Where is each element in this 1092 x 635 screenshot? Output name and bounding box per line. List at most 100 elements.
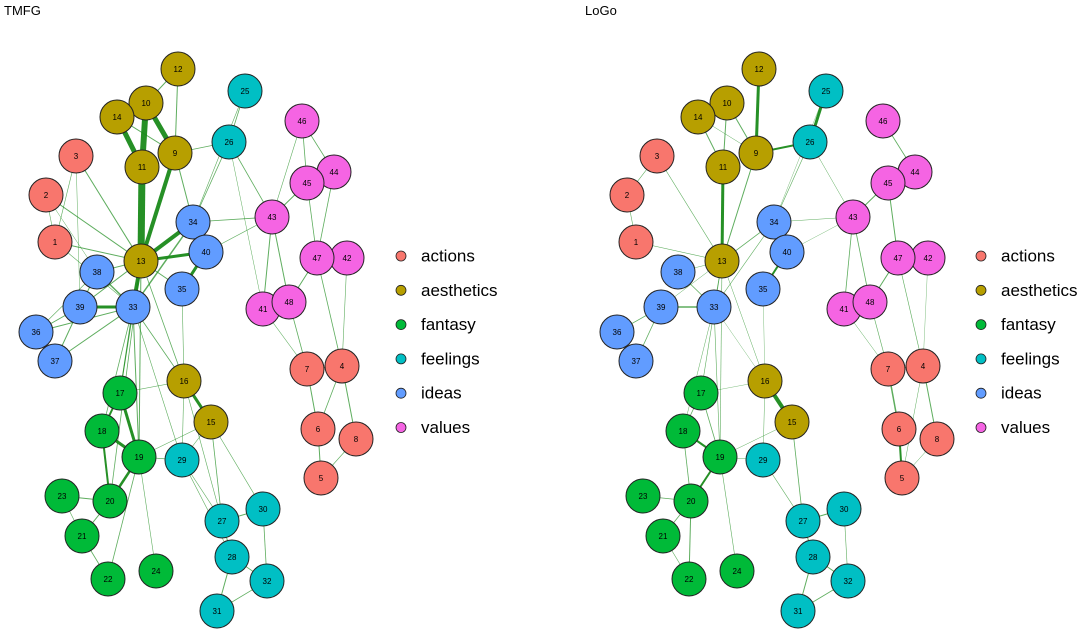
legend-label: fantasy: [1001, 315, 1056, 334]
node-circle: [830, 563, 866, 599]
node-2: 2: [28, 177, 64, 213]
legend-item-actions: actions: [395, 247, 475, 266]
node-7: 7: [870, 351, 906, 387]
node-circle: [211, 124, 247, 160]
legend-item-values: values: [975, 418, 1050, 437]
edge-33-29: [132, 306, 183, 461]
node-label: 13: [137, 257, 146, 266]
node-label: 31: [213, 607, 222, 616]
edge-2-13: [45, 194, 142, 262]
edge-9-13: [139, 152, 177, 262]
node-label: 25: [822, 87, 831, 96]
tmfg-network-graph: 1234567891011121314151617181920212223242…: [18, 51, 498, 629]
node-29: 29: [164, 442, 200, 478]
node-circle: [870, 351, 906, 387]
node-42: 42: [329, 240, 365, 276]
node-label: 33: [710, 303, 719, 312]
node-label: 19: [716, 453, 725, 462]
node-circle: [643, 289, 679, 325]
node-circle: [702, 439, 738, 475]
node-45: 45: [289, 165, 325, 201]
node-label: 11: [138, 163, 147, 172]
node-11: 11: [705, 149, 741, 185]
legend-item-aesthetics: aesthetics: [975, 281, 1078, 300]
node-circle: [92, 483, 128, 519]
node-28: 28: [214, 539, 250, 575]
edge-3-13: [75, 155, 142, 262]
edge-9-13: [721, 152, 757, 262]
node-circle: [609, 177, 645, 213]
node-label: 36: [32, 328, 41, 337]
edge-33-19: [713, 306, 721, 458]
node-circle: [164, 442, 200, 478]
node-33: 33: [696, 289, 732, 325]
legend-label: ideas: [421, 384, 462, 403]
panel-title-tmfg: TMFG: [4, 3, 41, 18]
node-circle: [37, 224, 73, 260]
node-circle: [289, 165, 325, 201]
node-20: 20: [92, 483, 128, 519]
node-label: 14: [113, 113, 122, 122]
node-13: 13: [704, 243, 740, 279]
edge-13-19: [138, 260, 142, 458]
logo-nodes: 1234567891011121314151617181920212223242…: [599, 51, 955, 629]
node-circle: [665, 413, 701, 449]
node-circle: [639, 138, 675, 174]
legend-item-fantasy: fantasy: [975, 315, 1056, 334]
edge-47-4: [897, 257, 924, 367]
node-24: 24: [719, 553, 755, 589]
node-label: 45: [303, 179, 312, 188]
legend-marker: [975, 422, 987, 433]
node-16: 16: [747, 363, 783, 399]
node-label: 17: [116, 389, 125, 398]
node-circle: [166, 363, 202, 399]
node-9: 9: [157, 135, 193, 171]
edge-42-4: [341, 257, 348, 367]
node-circle: [745, 442, 781, 478]
node-circle: [673, 483, 709, 519]
legend-marker: [975, 387, 987, 399]
node-label: 42: [924, 254, 933, 263]
node-label: 21: [659, 532, 668, 541]
node-circle: [808, 73, 844, 109]
node-label: 14: [694, 113, 703, 122]
node-label: 38: [674, 268, 683, 277]
node-15: 15: [193, 404, 229, 440]
node-circle: [44, 478, 80, 514]
node-46: 46: [284, 103, 320, 139]
node-label: 25: [241, 87, 250, 96]
node-circle: [618, 224, 654, 260]
node-label: 13: [718, 257, 727, 266]
node-label: 41: [840, 305, 849, 314]
node-circle: [199, 593, 235, 629]
legend-label: fantasy: [421, 315, 476, 334]
node-circle: [747, 363, 783, 399]
node-circle: [300, 411, 336, 447]
node-label: 41: [259, 305, 268, 314]
node-circle: [157, 135, 193, 171]
node-label: 33: [129, 303, 138, 312]
node-label: 7: [886, 365, 891, 374]
node-label: 40: [783, 248, 792, 257]
node-47: 47: [880, 240, 916, 276]
node-label: 6: [316, 425, 321, 434]
node-label: 22: [104, 575, 113, 584]
node-label: 35: [178, 285, 187, 294]
node-11: 11: [124, 149, 160, 185]
node-circle: [792, 124, 828, 160]
node-13: 13: [123, 243, 159, 279]
node-27: 27: [204, 503, 240, 539]
node-label: 2: [625, 191, 630, 200]
node-39: 39: [62, 289, 98, 325]
node-label: 6: [897, 425, 902, 434]
node-label: 26: [225, 138, 234, 147]
node-label: 3: [655, 152, 660, 161]
node-40: 40: [769, 234, 805, 270]
node-circle: [645, 518, 681, 554]
node-label: 1: [53, 238, 58, 247]
node-label: 9: [754, 149, 759, 158]
node-1: 1: [618, 224, 654, 260]
node-label: 43: [268, 213, 277, 222]
node-19: 19: [702, 439, 738, 475]
node-label: 32: [844, 577, 853, 586]
